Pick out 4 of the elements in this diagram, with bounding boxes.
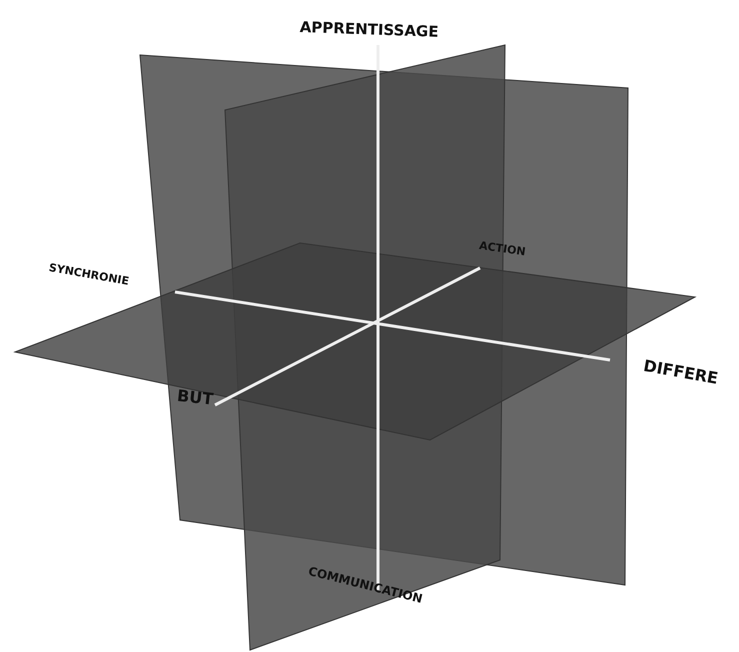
axis-label: ACTION bbox=[478, 240, 526, 258]
axis-label: APPRENTISSAGE bbox=[299, 20, 439, 40]
axis-label: DIFFERE bbox=[642, 358, 720, 387]
axis-label: BUT bbox=[176, 388, 214, 408]
